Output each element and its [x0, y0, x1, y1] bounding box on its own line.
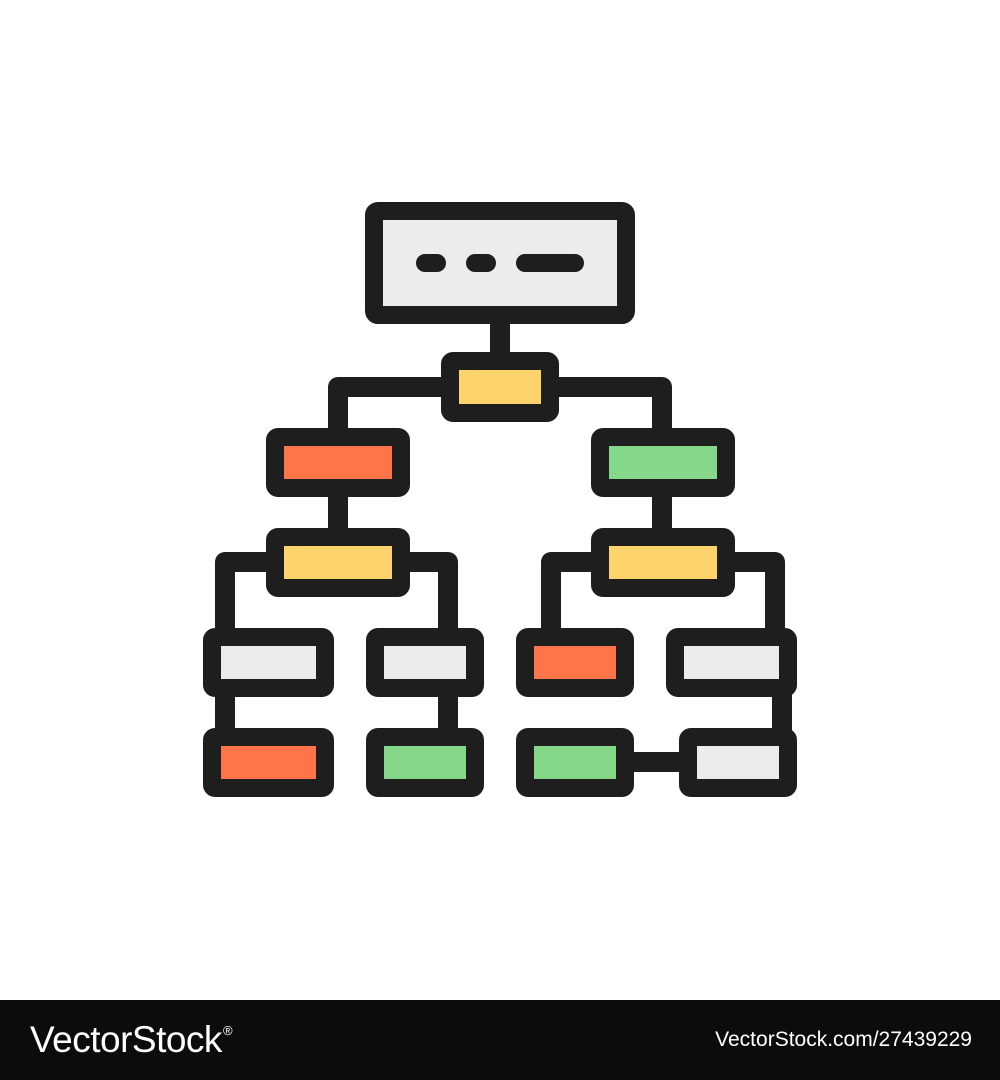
left-level1-box: [266, 428, 410, 497]
trademark-symbol: ®: [222, 1023, 233, 1038]
flowchart-boxes: [203, 202, 797, 797]
level3-box-3: [516, 628, 634, 697]
brand-logo: VectorStock®: [30, 1019, 233, 1061]
image-id: VectorStock.com/27439229: [715, 1028, 972, 1051]
connector-left-sub-b: [400, 552, 458, 635]
brand-name: VectorStock: [30, 1019, 222, 1060]
hub-box: [441, 352, 559, 422]
connector-right-sub-b: [725, 552, 785, 635]
level3-box-2: [366, 628, 484, 697]
level4-box-2: [366, 728, 484, 797]
connector-right-sub-a: [541, 552, 600, 635]
watermark-footer: VectorStock® VectorStock.com/27439229: [0, 1000, 1000, 1080]
left-level2-box: [266, 528, 410, 597]
connector-hub-to-left: [328, 377, 450, 435]
right-level2-box: [591, 528, 735, 597]
connector-left-sub-a: [215, 552, 275, 635]
root-box: [365, 202, 635, 324]
right-level1-box: [591, 428, 735, 497]
level3-box-4: [666, 628, 797, 697]
level4-box-1: [203, 728, 334, 797]
level4-box-4: [679, 728, 797, 797]
hierarchy-flowchart-icon: [203, 202, 797, 797]
level3-box-1: [203, 628, 334, 697]
connector-hub-to-right: [550, 377, 672, 435]
level4-box-3: [516, 728, 634, 797]
